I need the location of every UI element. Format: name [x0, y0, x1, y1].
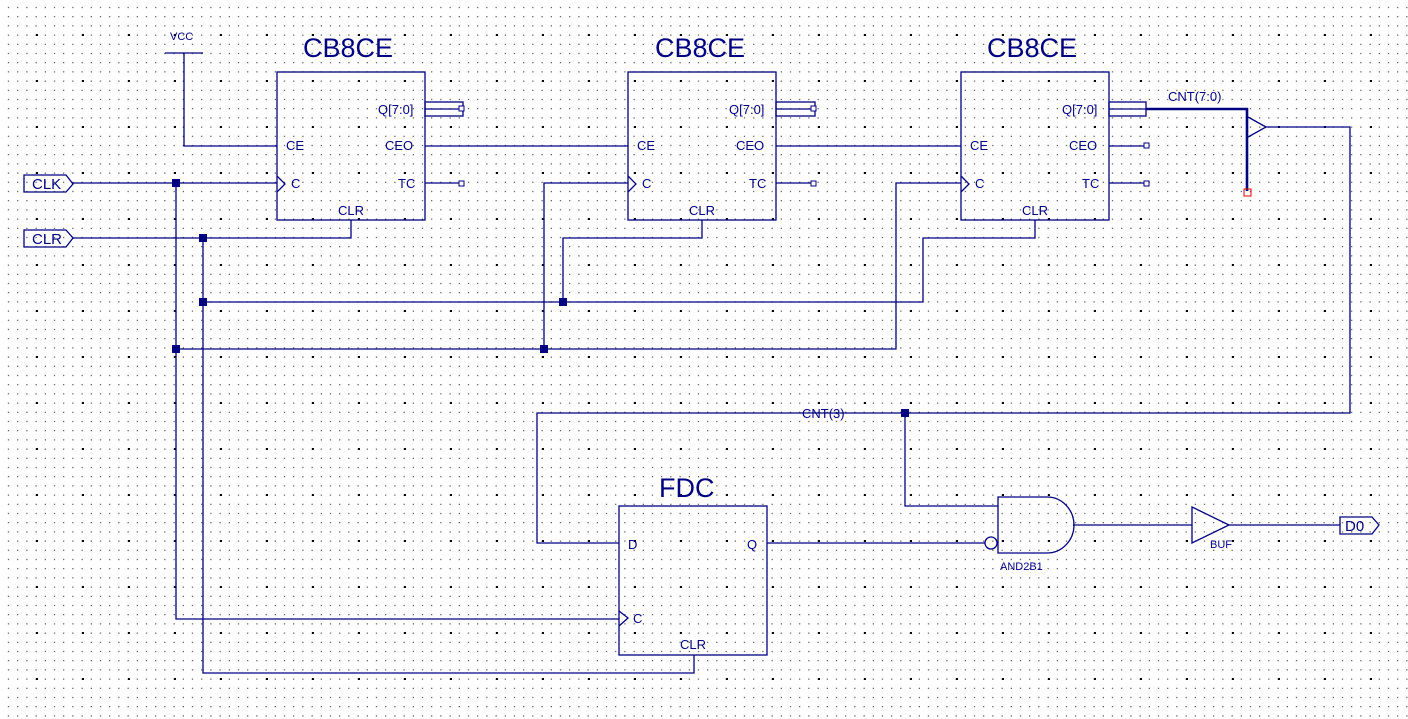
and2b1-label: AND2B1 — [1000, 561, 1043, 573]
bus-cnt-label: CNT(7:0) — [1168, 89, 1221, 104]
wire-vcc-ce1[interactable] — [183, 53, 277, 147]
counter-1-pin-tc: TC — [398, 176, 415, 191]
wire-clk-trunk[interactable] — [175, 183, 619, 620]
port-d0[interactable]: D0 — [1339, 516, 1380, 535]
counter-3-pin-tc: TC — [1082, 176, 1099, 191]
wire-clk-c2[interactable] — [543, 182, 628, 349]
fdc-pin-c: C — [633, 611, 642, 626]
counter-2-pin-q: Q[7:0] — [729, 102, 764, 117]
wire-clr-bus[interactable] — [203, 220, 1036, 303]
counter-3-pin-ceo: CEO — [1069, 138, 1097, 153]
counter-2-title: CB8CE — [655, 33, 745, 63]
port-clk[interactable]: CLK — [23, 174, 74, 193]
counter-2-pin-c: C — [642, 176, 651, 191]
fdc-title: FDC — [659, 473, 715, 503]
junction — [172, 345, 180, 353]
junctions — [172, 179, 909, 417]
wire-cnt3-and[interactable] — [904, 413, 998, 507]
junction — [901, 409, 909, 417]
counter-1-pin-ceo: CEO — [385, 138, 413, 153]
counter-1-pin-c: C — [291, 176, 300, 191]
counter-3-pin-q: Q[7:0] — [1062, 102, 1097, 117]
wires: CNT(3) — [73, 53, 1351, 674]
wire-clk-bus[interactable] — [176, 182, 961, 350]
counter-1-pin-q: Q[7:0] — [378, 102, 413, 117]
counter-3-pin-c: C — [975, 176, 984, 191]
port-clr[interactable]: CLR — [23, 229, 74, 248]
fdc-pin-clr: CLR — [680, 637, 706, 652]
junction — [199, 298, 207, 306]
fdc-pin-d: D — [628, 537, 637, 552]
wire-clr[interactable] — [73, 220, 352, 239]
bus-end-marker — [1243, 188, 1252, 197]
flipflop-fdc[interactable]: FDC D Q C CLR — [618, 473, 768, 656]
buf-label: BUF — [1210, 539, 1232, 551]
gate-and2b1[interactable]: AND2B1 — [984, 496, 1075, 573]
port-d0-label: D0 — [1345, 518, 1364, 535]
net-cnt3-label: CNT(3) — [802, 406, 845, 421]
counter-3-title: CB8CE — [987, 33, 1077, 63]
vcc-label: VCC — [170, 31, 193, 43]
wire-clr-trunk[interactable] — [202, 238, 695, 674]
junction — [172, 179, 180, 187]
counter-3[interactable]: CB8CE Q[7:0] CE CEO C TC CLR — [960, 33, 1150, 221]
junction — [559, 298, 567, 306]
counter-1-pin-ce: CE — [286, 138, 304, 153]
port-clr-label: CLR — [32, 231, 62, 248]
counter-3-pin-ce: CE — [970, 138, 988, 153]
wire-cnt3[interactable] — [536, 126, 1351, 544]
wire-clr-clr2[interactable] — [562, 220, 703, 302]
counter-2-pin-ceo: CEO — [736, 138, 764, 153]
counter-2-pin-ce: CE — [637, 138, 655, 153]
counter-1-pin-clr: CLR — [338, 203, 364, 218]
port-clk-label: CLK — [32, 176, 61, 193]
junction — [199, 234, 207, 242]
counter-3-pin-clr: CLR — [1022, 203, 1048, 218]
counter-2-pin-clr: CLR — [689, 203, 715, 218]
bus-cnt[interactable]: CNT(7:0) — [1146, 89, 1252, 197]
fdc-pin-q: Q — [747, 537, 757, 552]
counter-2-pin-tc: TC — [749, 176, 766, 191]
counter-1-title: CB8CE — [303, 33, 393, 63]
junction — [540, 345, 548, 353]
